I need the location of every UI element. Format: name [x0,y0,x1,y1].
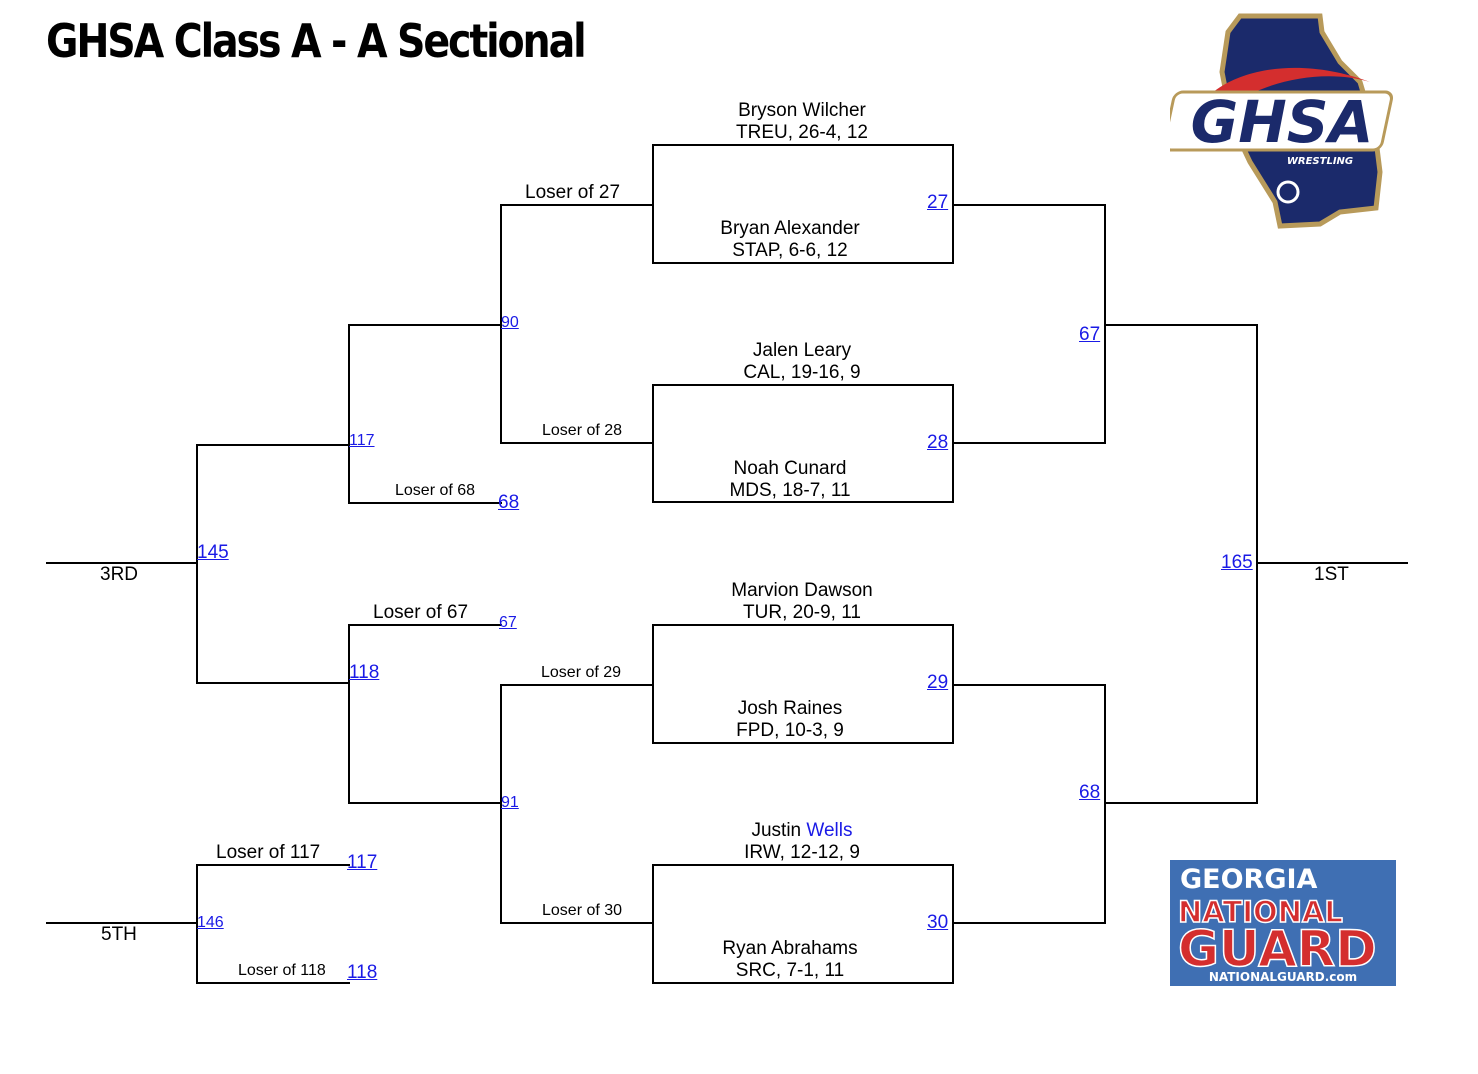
wrestler-8: Ryan Abrahams SRC, 7-1, 11 [722,938,858,981]
loser-of-118: Loser of 118 [238,962,326,979]
match-29-link[interactable]: 29 [927,672,949,693]
loser-68-link[interactable]: 68 [498,492,520,513]
wrestler-3: Jalen Leary CAL, 19-16, 9 [743,340,861,383]
loser-of-28: Loser of 28 [542,422,623,439]
match-67-link[interactable]: 67 [1079,324,1101,345]
wrestler-6: Josh Raines FPD, 10-3, 9 [736,698,844,741]
loser-of-30: Loser of 30 [542,902,623,919]
place-5th: 5TH [101,924,137,945]
loser-118-link[interactable]: 118 [347,962,378,983]
match-27-link[interactable]: 27 [927,192,949,213]
wrestler-7-lastname-link[interactable]: Wells [806,820,853,841]
match-28-link[interactable]: 28 [927,432,949,453]
loser-117-link[interactable]: 117 [347,852,378,873]
match-145-link[interactable]: 145 [197,542,229,563]
page-title: GHSA Class A - A Sectional [46,14,587,68]
svg-text:NATIONAL: NATIONAL [1178,895,1343,929]
logo-sub: WRESTLING [1287,156,1353,167]
loser-of-117: Loser of 117 [216,842,321,863]
svg-text:GEORGIA: GEORGIA [1180,864,1318,895]
wrestler-4: Noah Cunard MDS, 18-7, 11 [729,458,851,501]
loser-of-29: Loser of 29 [541,664,622,681]
wrestler-1: Bryson Wilcher TREU, 26-4, 12 [736,100,868,143]
ghsa-logo: GHSA WRESTLING [1170,13,1394,229]
match-118-link[interactable]: 118 [349,662,380,683]
match-30-link[interactable]: 30 [927,912,949,933]
match-165-link[interactable]: 165 [1221,552,1253,573]
match-91-link[interactable]: 91 [501,794,519,811]
loser-67-link[interactable]: 67 [499,614,517,631]
wrestler-7: Justin Wells IRW, 12-12, 9 [744,820,860,863]
loser-of-27: Loser of 27 [525,182,621,203]
place-1st: 1ST [1314,564,1349,585]
match-146-link[interactable]: 146 [197,914,224,931]
wrestler-5: Marvion Dawson TUR, 20-9, 11 [731,580,873,623]
svg-text:GUARD: GUARD [1178,920,1377,978]
svg-text:NATIONALGUARD.com: NATIONALGUARD.com [1209,970,1357,984]
loser-of-68: Loser of 68 [395,482,476,499]
wrestler-2: Bryan Alexander STAP, 6-6, 12 [720,218,860,261]
loser-of-67: Loser of 67 [373,602,469,623]
place-3rd: 3RD [100,564,139,585]
national-guard-logo: GEORGIA NATIONAL GUARD NATIONALGUARD.com [1170,860,1396,986]
match-117-link[interactable]: 117 [349,432,375,449]
logo-text: GHSA [1191,88,1374,156]
match-68-link[interactable]: 68 [1079,782,1101,803]
match-90-link[interactable]: 90 [501,314,519,331]
